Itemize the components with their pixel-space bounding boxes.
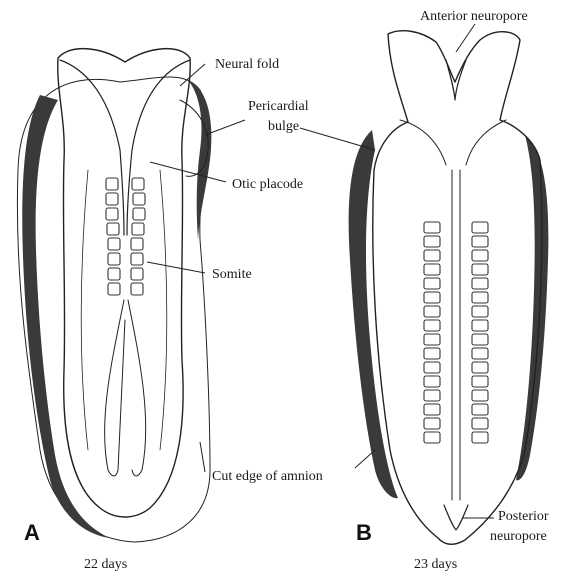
- somite: [472, 320, 488, 331]
- embryo-b-somites: [424, 222, 488, 443]
- somite: [472, 278, 488, 289]
- somite: [424, 432, 440, 443]
- somite: [472, 292, 488, 303]
- embryo-a: [17, 49, 211, 542]
- somite: [472, 348, 488, 359]
- somite: [472, 432, 488, 443]
- embryo-b-neural-tube: [452, 170, 460, 500]
- leader-cut-edge-a: [200, 442, 205, 472]
- label-posterior-neuropore-1: Posterior: [498, 509, 549, 524]
- somite: [472, 264, 488, 275]
- embryo-b-body: [373, 31, 542, 545]
- leader-somite: [147, 262, 205, 273]
- somite: [472, 362, 488, 373]
- label-pericardial-bulge-2: bulge: [268, 119, 299, 134]
- somite: [108, 268, 120, 280]
- embryo-a-right-wall: [160, 170, 167, 450]
- somite: [424, 292, 440, 303]
- somite: [472, 250, 488, 261]
- somite: [472, 418, 488, 429]
- somite: [108, 253, 120, 265]
- somite: [424, 362, 440, 373]
- somite: [424, 250, 440, 261]
- panel-a-letter: A: [24, 520, 40, 545]
- somite: [472, 390, 488, 401]
- somite: [131, 268, 143, 280]
- label-posterior-neuropore-2: neuropore: [490, 529, 547, 544]
- label-neural-fold: Neural fold: [215, 57, 279, 72]
- panel-a-marker: A 22 days: [24, 520, 127, 572]
- somite: [131, 238, 143, 250]
- somite: [424, 376, 440, 387]
- somite: [131, 283, 143, 295]
- embryo-a-body: [58, 49, 190, 517]
- leader-pericardial-b: [300, 128, 375, 150]
- somite: [424, 348, 440, 359]
- leader-otic-placode: [150, 162, 226, 182]
- somite: [424, 236, 440, 247]
- embryo-b-head-fold-left: [400, 120, 446, 165]
- panel-b-caption: 23 days: [414, 557, 457, 572]
- somite: [424, 222, 440, 233]
- somite: [424, 390, 440, 401]
- somite: [424, 278, 440, 289]
- somite: [472, 306, 488, 317]
- label-cut-edge-of-amnion: Cut edge of amnion: [212, 469, 323, 484]
- embryo-a-left-shadow: [22, 95, 110, 538]
- embryo-a-somites: [106, 178, 145, 295]
- somite: [472, 236, 488, 247]
- somite: [424, 320, 440, 331]
- embryo-b-right-shadow: [516, 135, 548, 480]
- panel-b-letter: B: [356, 520, 372, 545]
- somite: [106, 178, 118, 190]
- somite: [472, 334, 488, 345]
- somite: [106, 193, 118, 205]
- embryo-b: [349, 31, 549, 545]
- somite: [132, 178, 144, 190]
- somite: [472, 222, 488, 233]
- leader-cut-edge-b: [355, 450, 375, 468]
- label-otic-placode: Otic placode: [232, 177, 303, 192]
- somite: [132, 223, 144, 235]
- somite: [424, 264, 440, 275]
- somite: [108, 283, 120, 295]
- somite: [472, 404, 488, 415]
- somite: [106, 208, 118, 220]
- somite: [133, 193, 145, 205]
- panel-a-caption: 22 days: [84, 557, 127, 572]
- label-somite: Somite: [212, 267, 252, 282]
- label-pericardial-bulge-1: Pericardial: [248, 99, 309, 114]
- somite: [133, 208, 145, 220]
- embryo-a-right-shadow: [188, 80, 211, 240]
- embryo-a-left-wall: [81, 170, 88, 450]
- embryo-a-midline: [118, 320, 125, 470]
- somite: [424, 334, 440, 345]
- somite: [424, 418, 440, 429]
- somite: [108, 238, 120, 250]
- somite: [107, 223, 119, 235]
- somite: [131, 253, 143, 265]
- embryo-b-head-fold-right: [466, 120, 506, 165]
- somite: [472, 376, 488, 387]
- somite: [424, 404, 440, 415]
- somite: [424, 306, 440, 317]
- leader-anterior-neuropore: [456, 24, 475, 52]
- label-anterior-neuropore: Anterior neuropore: [420, 9, 528, 24]
- panel-b-marker: B 23 days: [356, 520, 457, 572]
